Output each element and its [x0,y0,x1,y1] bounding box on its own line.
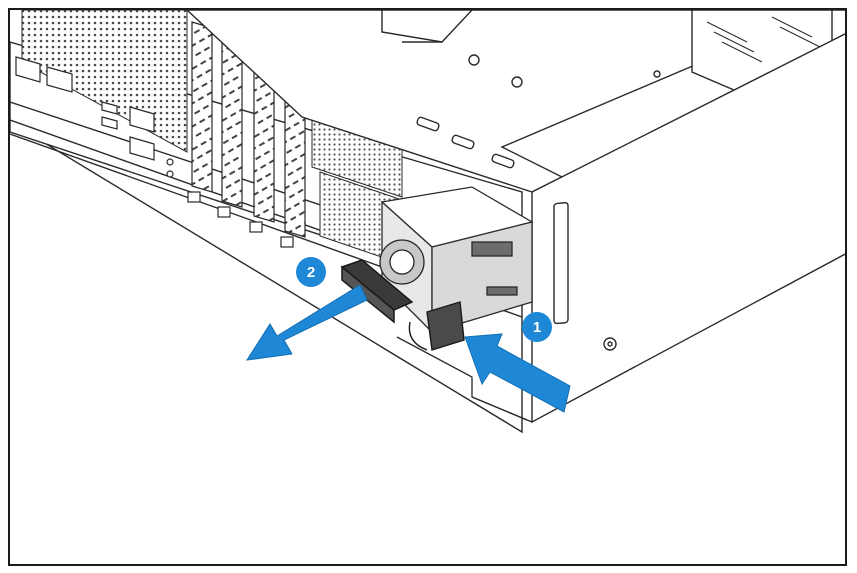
step-2-arrow [245,284,368,361]
diagram-frame: 1 2 [8,8,847,566]
step-1-number: 1 [533,319,541,336]
step-2-badge: 2 [296,257,326,287]
network-ports [15,56,174,178]
chassis-bottom-edge [396,336,533,423]
step-2-number: 2 [307,264,315,281]
step-1-arrow [464,333,571,413]
psu-handle [340,259,414,324]
chassis-side-panel [531,33,845,424]
nas-chassis-illustration: 1 2 [10,10,845,434]
psu-release-latch [408,301,465,351]
step-1-badge: 1 [522,312,552,342]
